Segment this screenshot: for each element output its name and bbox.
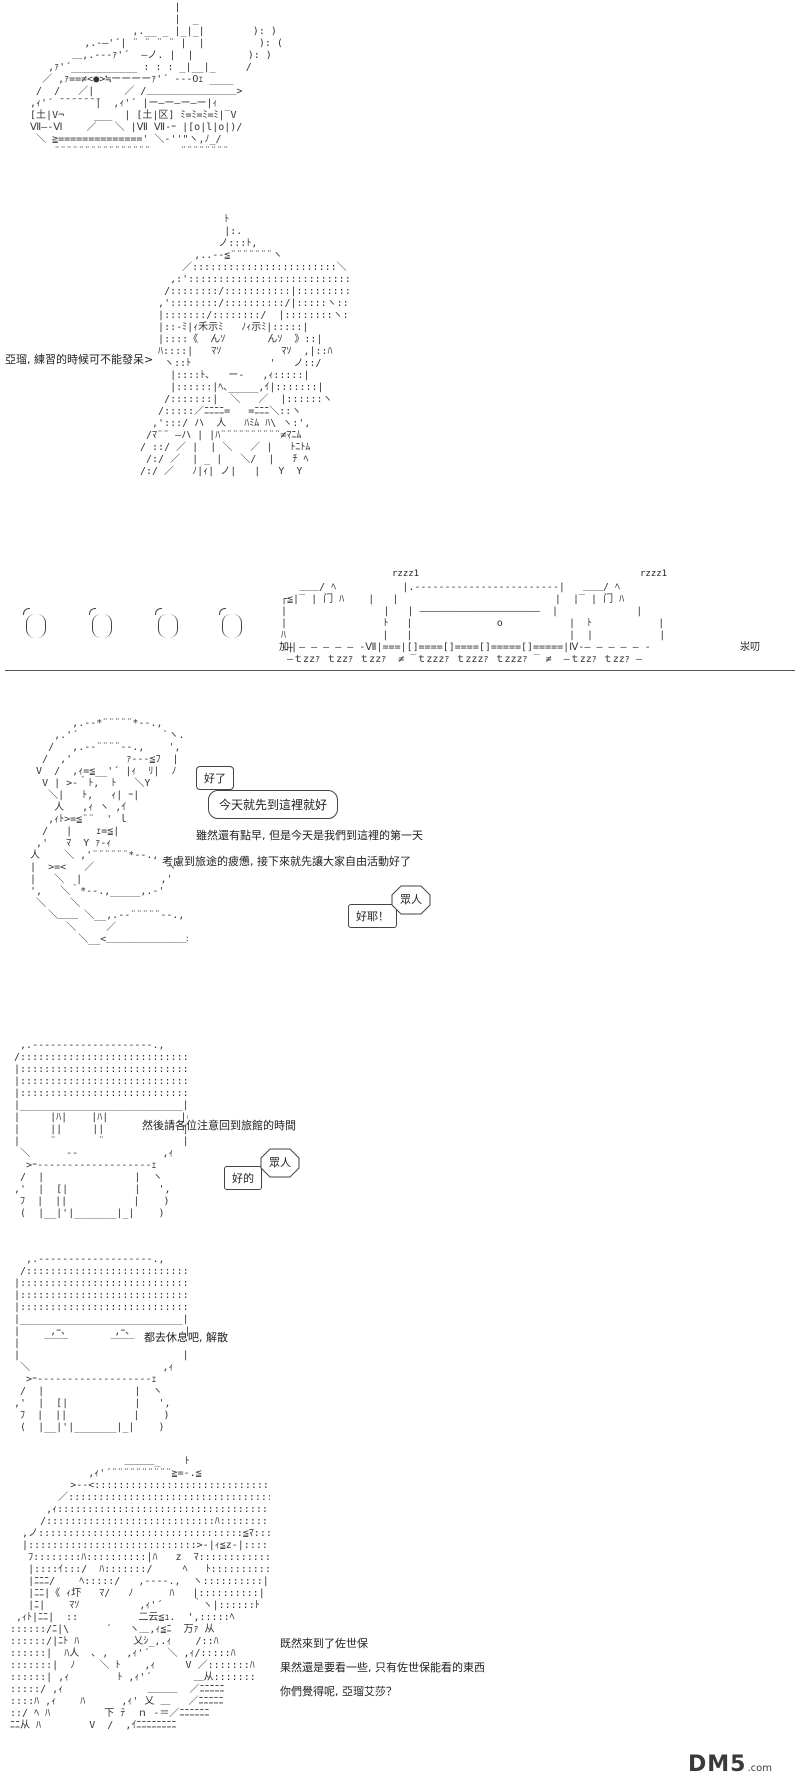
speech-bubble-small: 好了 [196, 766, 234, 790]
girl-ascii-art: ﾄ |:. ノ:::ﾄ, ,..-‐≦¨¨¨¨¨¨¨ヽ ／:::::::::::… [140, 214, 350, 477]
hat-character-ascii-art: ,.-‐*¨¨¨¨¨*‐-., ,.'´ `ヽ. / ,.-‐¨¨¨¨‐-., … [30, 718, 188, 945]
scene5-line-2: 果然還是要看一些, 只有佐世保能看的東西 [280, 1661, 485, 1674]
train-ascii-art: ＿＿/ ﾍ |.-‐-‐-‐-‐-‐-‐-‐-‐-‐-‐-‐-‐| ＿＿/ ﾍ … [281, 582, 666, 665]
speaker-tag-scene3-label: 眾人 [269, 1156, 291, 1169]
scene2-narration-line-2: 考慮到旅途的疲憊, 接下來就先讓大家自由活動好了 [162, 855, 411, 868]
train-plate-left: 加|| [279, 642, 296, 653]
scene5-line-1: 既然來到了佐世保 [280, 1637, 368, 1650]
site-logo-main: DM5 [688, 1752, 747, 1777]
speech-bubble-main: 今天就先到這裡就好 [208, 790, 339, 819]
train-sign: rzzz1 [392, 569, 420, 579]
loop-ornament-2 [89, 608, 112, 638]
scene1-side-line: 亞瑠, 練習的時候可不能發呆> [5, 353, 154, 366]
scene3-narration: 然後請各位注意回到旅館的時間 [142, 1119, 296, 1132]
section-divider [5, 670, 795, 671]
capped-character-ascii-art-2: ,.-‐‐‐‐‐‐‐‐‐‐‐‐‐‐‐‐‐-., /:::::::::::::::… [14, 1254, 188, 1433]
octagon-frame-icon [391, 885, 431, 915]
reply-bubble-scene3: 好的 [224, 1166, 262, 1190]
capped-character-ascii-art-1: ,.-‐‐‐‐‐‐‐‐‐‐‐‐‐‐‐‐‐‐-., /::::::::::::::… [14, 1040, 188, 1219]
site-logo-sub: .com [747, 1763, 773, 1774]
loop-ornament-1 [23, 608, 46, 638]
scene5-line-3: 你們覺得呢, 亞瑠艾莎？ [280, 1685, 397, 1698]
site-logo: DM5.com [688, 1752, 772, 1778]
octagon-frame-icon [260, 1148, 300, 1178]
scene2-narration-line-1: 雖然還有點早, 但是今天是我們到這裡的第一天 [196, 829, 423, 842]
reply-bubble-scene2: 好耶！ [348, 904, 397, 928]
train-sign-right: rzzz1 [640, 569, 668, 579]
long-hair-character-ascii-art: ＿＿＿_ ﾄ ,ｨ'´¨¨¨¨¨¨¨¨¨¨≧=-.≦ >‐-<:::::::::… [10, 1456, 270, 1731]
tank-ascii-art: | | _ ,.__ _ |_|_| ): ) ,.-―'´| ¨ ¨ ¨ ¨ … [30, 2, 283, 157]
loop-ornament-4 [219, 608, 242, 638]
speaker-tag-scene3: 眾人 [260, 1148, 300, 1178]
loop-ornament-3 [155, 608, 178, 638]
speaker-tag-scene2: 眾人 [391, 885, 431, 915]
train-plate-right: 汖叨 [740, 642, 760, 653]
speaker-tag-scene2-label: 眾人 [400, 893, 422, 906]
scene4-narration: 都去休息吧, 解散 [144, 1331, 228, 1344]
